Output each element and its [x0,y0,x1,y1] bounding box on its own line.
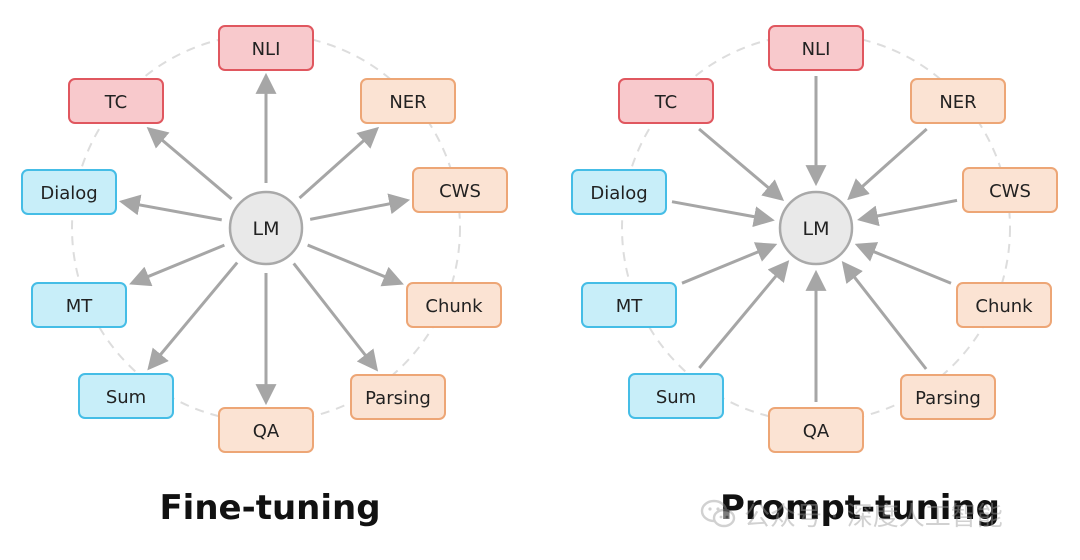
task-label: QA [803,421,830,442]
task-node-tc: TC [618,78,714,124]
lm-node: LM [228,190,304,266]
task-node-ner: NER [360,78,456,124]
task-node-dialog: Dialog [21,169,117,215]
task-node-mt: MT [581,282,677,328]
arrow-tc [146,126,233,201]
task-label: NLI [252,39,281,60]
task-label: TC [104,92,128,113]
arrow-ner [298,126,380,200]
task-node-sum: Sum [628,373,724,419]
arrow-sum [698,260,790,369]
task-label: MT [66,296,94,317]
task-label: NER [389,92,426,113]
arrow-dialog [671,200,775,228]
task-label: Dialog [590,183,647,204]
task-node-qa: QA [768,407,864,453]
task-label: Chunk [425,296,483,317]
task-label: Parsing [365,388,431,409]
task-node-cws: CWS [412,167,508,213]
arrow-chunk [854,242,952,285]
task-label: Parsing [915,388,981,409]
arrow-ner [847,127,928,201]
arrow-dialog [118,194,223,222]
task-node-dialog: Dialog [571,169,667,215]
lm-label: LM [803,218,830,240]
watermark: 公众号 · 深度人工智能 [700,494,1003,534]
task-label: Sum [656,387,696,408]
arrow-sum [147,261,239,371]
arrow-mt [129,243,225,287]
task-label: CWS [439,181,481,202]
task-label: Chunk [975,296,1033,317]
task-node-chunk: Chunk [956,282,1052,328]
task-label: MT [616,296,644,317]
title-prompt-tuning: Prompt-tuning [719,488,1001,528]
task-node-ner: NER [910,78,1006,124]
arrow-cws [309,193,411,221]
task-node-cws: CWS [962,167,1058,213]
watermark-text: 公众号 · 深度人工智能 [744,501,1003,532]
task-label: Dialog [40,183,97,204]
task-node-nli: NLI [218,25,314,71]
task-node-tc: TC [68,78,164,124]
task-label: NER [939,92,976,113]
task-label: Sum [106,387,146,408]
title-fine-tuning: Fine-tuning [159,488,381,528]
task-node-chunk: Chunk [406,282,502,328]
task-node-qa: QA [218,407,314,453]
task-label: NLI [802,39,831,60]
task-node-sum: Sum [78,373,174,419]
task-label: CWS [989,181,1031,202]
task-node-nli: NLI [768,25,864,71]
task-label: QA [253,421,280,442]
lm-node: LM [778,190,854,266]
arrow-parsing [841,260,928,370]
arrow-parsing [292,262,379,372]
task-node-parsing: Parsing [350,374,446,420]
task-node-parsing: Parsing [900,374,996,420]
arrow-cws [857,198,958,227]
arrow-chunk [307,243,404,287]
wechat-icon [700,499,736,528]
task-label: TC [654,92,678,113]
lm-label: LM [253,218,280,240]
task-node-mt: MT [31,282,127,328]
arrow-mt [681,242,778,285]
arrow-tc [698,127,785,201]
